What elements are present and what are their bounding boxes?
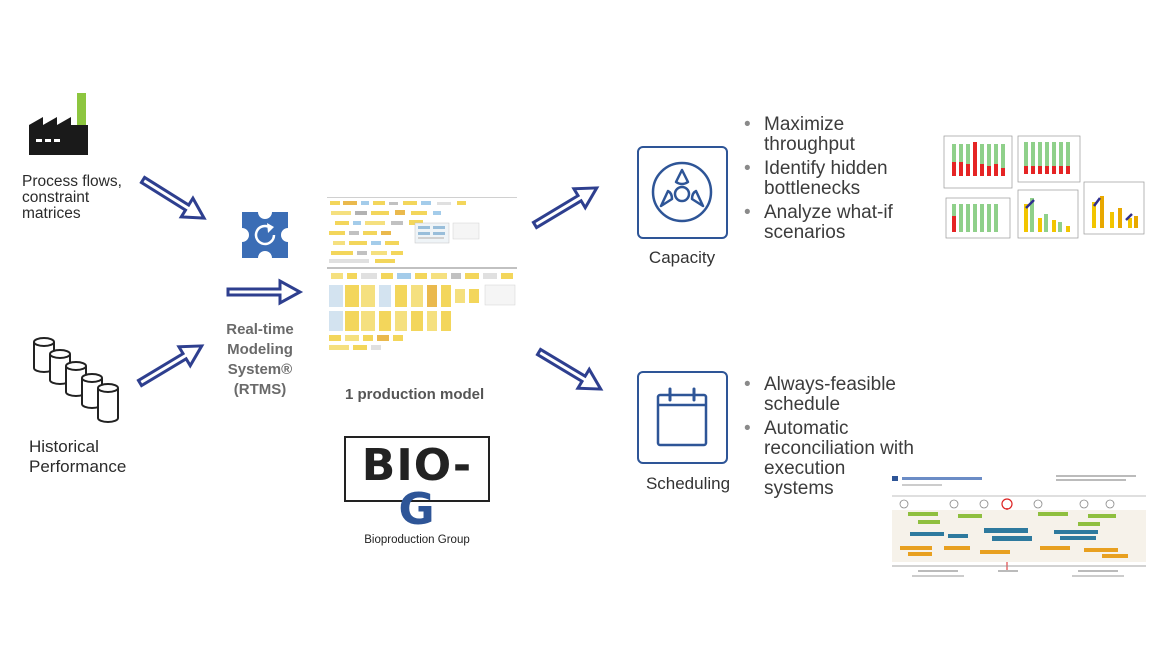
scheduling-icon-box xyxy=(637,371,728,464)
production-model-thumbnail xyxy=(325,193,520,358)
arrow-model-to-capacity xyxy=(527,176,604,236)
historical-performance-label: Historical Performance xyxy=(29,437,127,476)
capacity-icon xyxy=(651,161,713,223)
capacity-label: Capacity xyxy=(648,248,716,267)
calendar-icon xyxy=(656,387,708,447)
rtms-label: Real-time Modeling System® (RTMS) xyxy=(226,321,294,398)
logo-wordmark: BIO-G xyxy=(361,440,473,535)
arrow-model-to-scheduling xyxy=(531,341,608,401)
production-model-caption: 1 production model xyxy=(345,386,485,403)
scheduling-gantt-thumbnail xyxy=(892,475,1146,577)
arrow-rtms-to-model xyxy=(226,279,302,305)
capacity-icon-box xyxy=(637,146,728,239)
database-icon xyxy=(33,337,119,423)
bio-g-logo: BIO-G Bioproduction Group xyxy=(344,436,490,546)
logo-subtitle: Bioproduction Group xyxy=(364,534,470,546)
scheduling-label: Scheduling xyxy=(645,474,731,493)
process-flows-label: Process flows, constraint matrices xyxy=(22,173,122,222)
arrow-process-to-rtms xyxy=(135,169,212,229)
capacity-charts-thumbnail xyxy=(943,135,1145,239)
factory-icon xyxy=(29,93,88,155)
rtms-icon xyxy=(242,212,288,258)
arrow-history-to-rtms xyxy=(132,334,209,394)
